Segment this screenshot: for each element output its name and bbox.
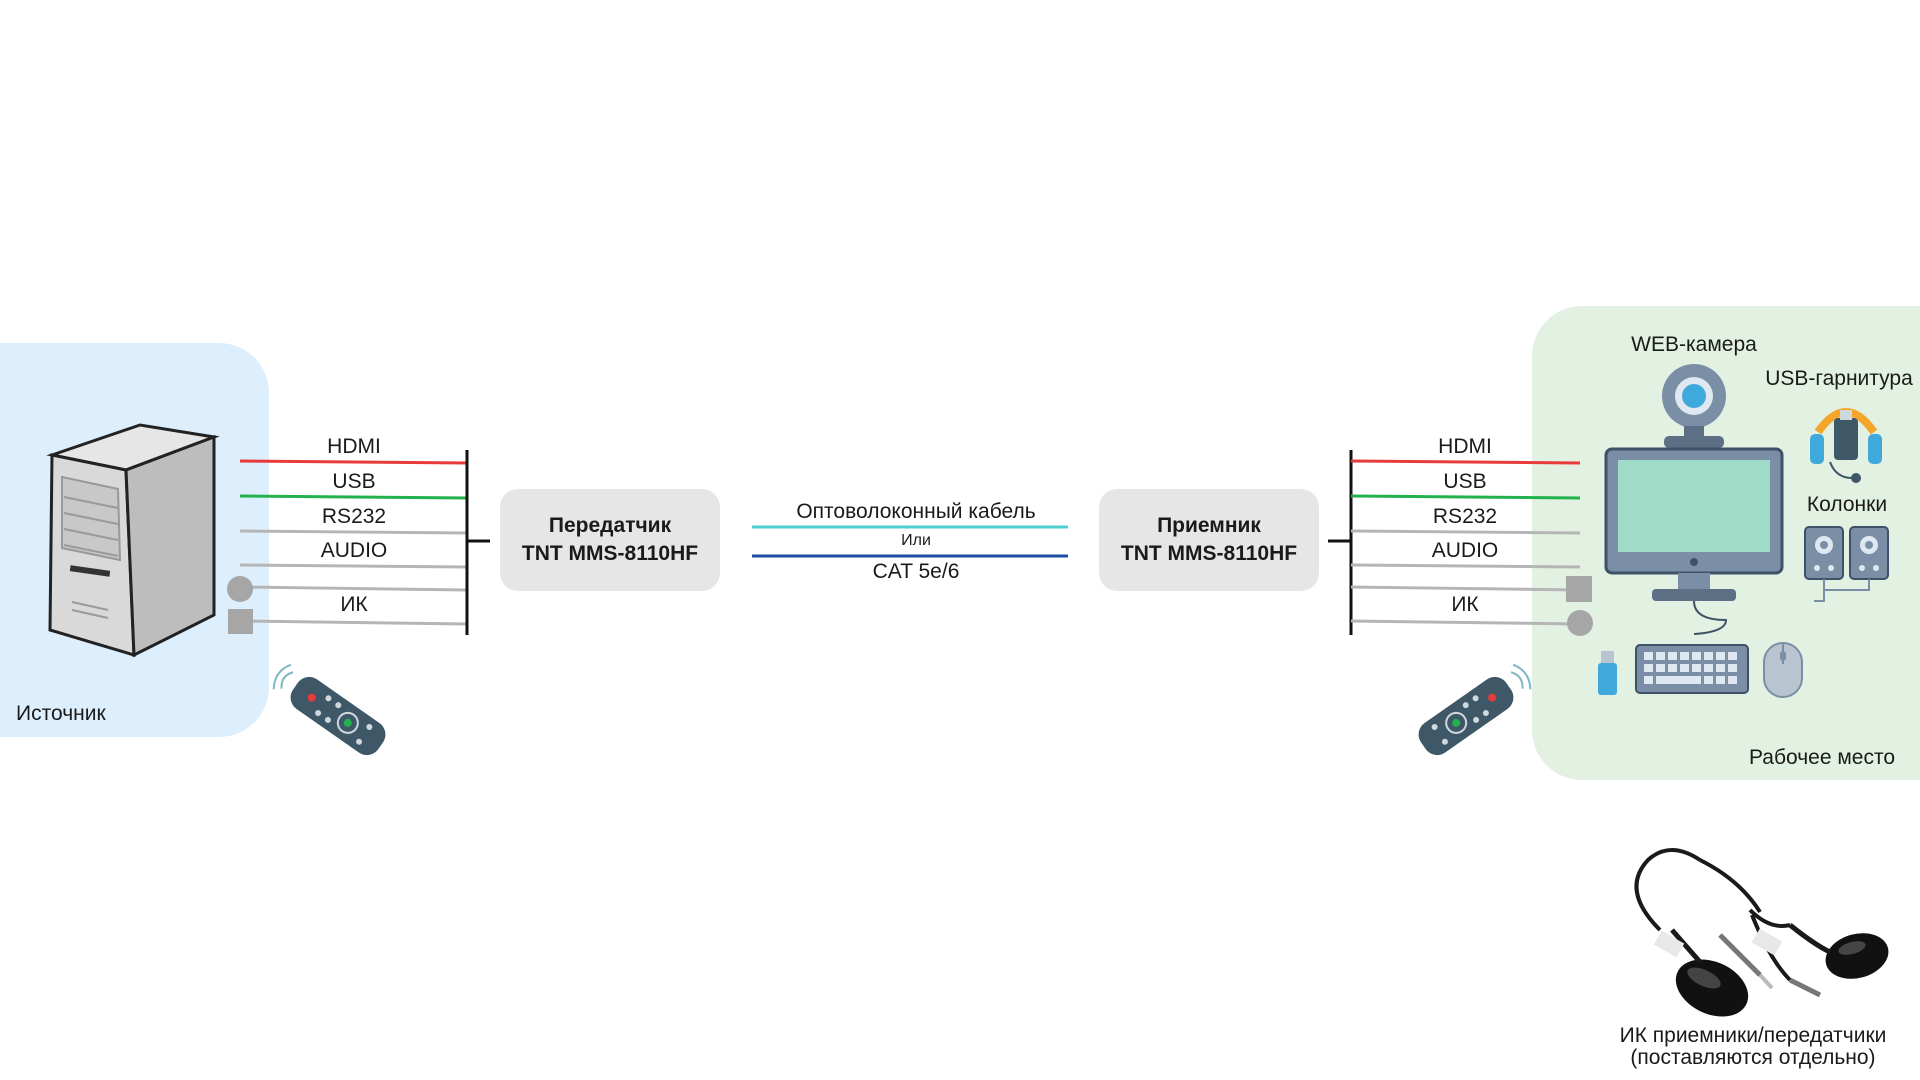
copper-cable-label: CAT 5e/6 <box>872 560 960 583</box>
headset-label: USB-гарнитура <box>1765 367 1913 390</box>
receiver-wires <box>1328 450 1593 636</box>
headset-icon <box>1810 408 1882 483</box>
mouse-icon <box>1763 642 1803 698</box>
ir-sensor-icon <box>1634 848 1889 1017</box>
signal-label-usb: USB <box>1443 470 1487 493</box>
transmitter-model: TNT MMS-8110HF <box>521 542 699 565</box>
ir-sensors-caption: ИК приемники/передатчики (поставляются о… <box>1620 1025 1887 1069</box>
receiver-box: Приемник TNT MMS-8110HF <box>1099 489 1319 591</box>
signal-label-ir: ИК <box>340 593 368 616</box>
source-label: Источник <box>16 702 106 725</box>
ir-square-port-icon <box>228 609 253 634</box>
ir-round-port-icon <box>227 576 253 602</box>
signal-label-ir: ИК <box>1451 593 1479 616</box>
server-icon <box>46 423 220 658</box>
ir-caption-line1: ИК приемники/передатчики <box>1619 1024 1887 1047</box>
remote-icon <box>272 663 386 756</box>
ir-round-port-icon <box>1567 610 1593 636</box>
signal-label-audio: AUDIO <box>320 539 388 562</box>
source-wires <box>227 450 490 635</box>
fiber-cable-label: Оптоволоконный кабель <box>796 500 1036 523</box>
ir-square-port-icon <box>1566 576 1592 602</box>
usb-stick-icon <box>1598 651 1617 695</box>
cable-or-label: Или <box>901 532 931 549</box>
ir-caption-line2: (поставляются отдельно) <box>1630 1046 1876 1069</box>
remote-icon <box>1418 663 1532 756</box>
signal-label-rs232: RS232 <box>1432 505 1498 528</box>
receiver-title: Приемник <box>1157 514 1261 537</box>
signal-label-hdmi: HDMI <box>1438 435 1492 458</box>
signal-label-rs232: RS232 <box>321 505 387 528</box>
transmitter-box: Передатчик TNT MMS-8110HF <box>500 489 720 591</box>
transmitter-title: Передатчик <box>548 514 672 537</box>
speakers-label: Колонки <box>1806 493 1888 516</box>
webcam-icon <box>1662 364 1726 448</box>
receiver-model: TNT MMS-8110HF <box>1120 542 1298 565</box>
signal-label-usb: USB <box>332 470 376 493</box>
keyboard-icon <box>1635 600 1749 694</box>
speakers-icon <box>1804 526 1889 602</box>
webcam-label: WEB-камера <box>1631 333 1757 356</box>
workplace-label: Рабочее место <box>1749 746 1896 769</box>
signal-label-audio: AUDIO <box>1431 539 1499 562</box>
monitor-icon <box>1604 447 1784 601</box>
signal-label-hdmi: HDMI <box>327 435 381 458</box>
